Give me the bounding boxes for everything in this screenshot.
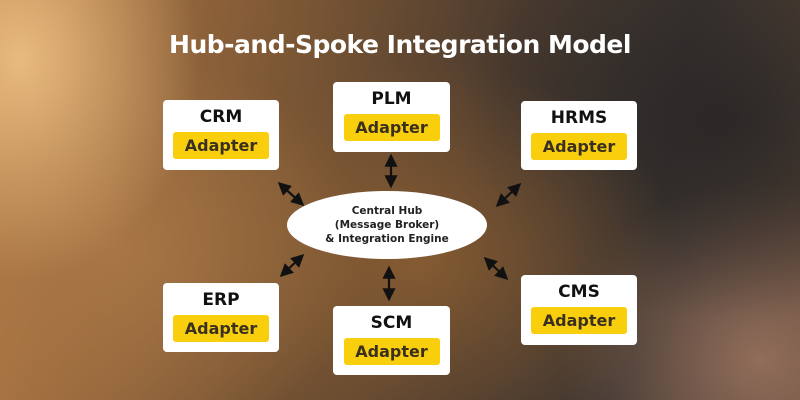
adapter-badge: Adapter — [173, 315, 269, 342]
plm-node: PLM Adapter — [333, 82, 450, 152]
node-label: ERP — [202, 290, 240, 310]
adapter-badge: Adapter — [343, 114, 440, 141]
node-label: SCM — [370, 313, 413, 333]
erp-node: ERP Adapter — [163, 283, 279, 352]
hrms-node: HRMS Adapter — [521, 101, 637, 170]
adapter-badge: Adapter — [343, 338, 440, 365]
crm-node: CRM Adapter — [163, 100, 279, 170]
arrow-hrms-hub — [495, 182, 522, 208]
arrow-cms-hub — [483, 256, 509, 281]
node-label: CRM — [199, 107, 243, 127]
node-label: PLM — [371, 89, 412, 109]
central-hub: Central Hub (Message Broker) & Integrati… — [287, 191, 487, 259]
arrow-crm-hub — [277, 182, 305, 206]
node-label: HRMS — [550, 108, 608, 128]
node-label: CMS — [558, 282, 600, 302]
hub-line-1: Central Hub — [351, 205, 423, 217]
adapter-badge: Adapter — [531, 307, 627, 334]
adapter-badge: Adapter — [173, 132, 269, 159]
diagram-title: Hub-and-Spoke Integration Model — [169, 30, 631, 59]
adapter-badge: Adapter — [531, 133, 627, 160]
arrow-erp-hub — [279, 253, 305, 278]
scm-node: SCM Adapter — [333, 306, 450, 375]
cms-node: CMS Adapter — [521, 275, 637, 345]
hub-line-3: & Integration Engine — [325, 233, 449, 245]
hub-line-2: (Message Broker) — [334, 219, 440, 231]
